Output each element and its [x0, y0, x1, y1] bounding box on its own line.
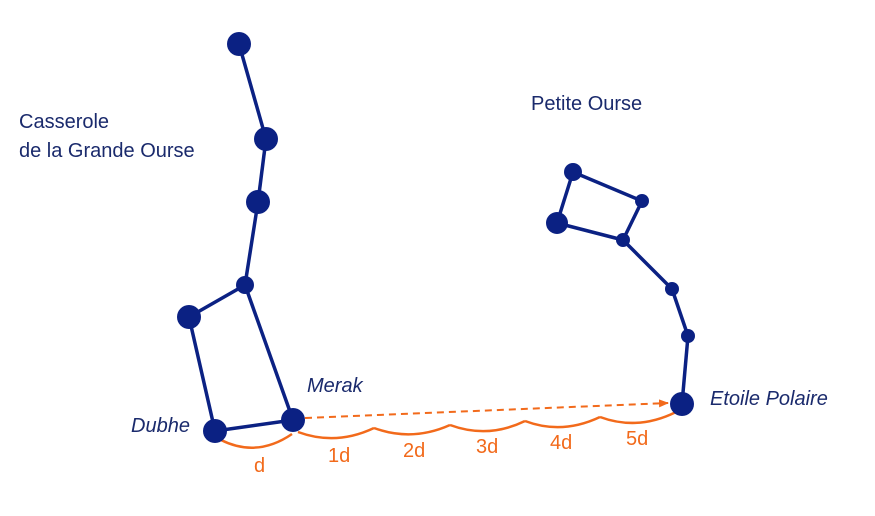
star [546, 212, 568, 234]
grande-ourse-lines [187, 43, 295, 433]
star [616, 233, 630, 247]
star-dubhe [203, 419, 227, 443]
star [665, 282, 679, 296]
petite-ourse-edge [670, 288, 690, 337]
brace-d [220, 432, 293, 449]
grande-ourse-edge [243, 284, 295, 421]
star [246, 190, 270, 214]
petite-ourse-stars [546, 163, 695, 416]
star [681, 329, 695, 343]
brace-2d [373, 423, 451, 436]
grande-ourse-edge [214, 418, 294, 433]
petite-ourse-edge [572, 170, 643, 203]
star [564, 163, 582, 181]
grande-ourse-edge [187, 316, 217, 432]
merak-label: Merak [307, 375, 363, 397]
distance-label-d: d [254, 455, 265, 477]
grande-ourse-stars [177, 32, 305, 443]
star [227, 32, 251, 56]
star [236, 276, 254, 294]
star-etoile-polaire [670, 392, 694, 416]
grande-ourse-edge [243, 201, 260, 286]
petite-ourse-edge [621, 200, 644, 241]
distance-label-2d: 2d [403, 440, 425, 462]
guide-arrow [304, 399, 669, 419]
grande-ourse-label-line2: de la Grande Ourse [19, 140, 195, 162]
star [177, 305, 201, 329]
distance-label-3d: 3d [476, 436, 498, 458]
etoile-polaire-label: Etoile Polaire [710, 388, 828, 410]
star-merak [281, 408, 305, 432]
grande-ourse-label-line1: Casserole [19, 111, 110, 133]
brace-4d [524, 415, 601, 429]
distance-braces [220, 410, 677, 449]
petite-ourse-label: Petite Ourse [531, 93, 643, 115]
brace-3d [449, 419, 526, 433]
grande-ourse-edge [237, 43, 268, 140]
distance-labels: d 1d 2d 3d 4d 5d [254, 428, 648, 477]
distance-label-4d: 4d [550, 432, 572, 454]
distance-label-5d: 5d [626, 428, 648, 450]
dubhe-label: Dubhe [131, 415, 190, 437]
star [635, 194, 649, 208]
star [254, 127, 278, 151]
petite-ourse-edge [621, 238, 674, 291]
brace-1d [297, 426, 375, 440]
distance-label-1d: 1d [328, 445, 350, 467]
petite-ourse-edge [556, 221, 624, 242]
brace-5d [599, 410, 677, 425]
